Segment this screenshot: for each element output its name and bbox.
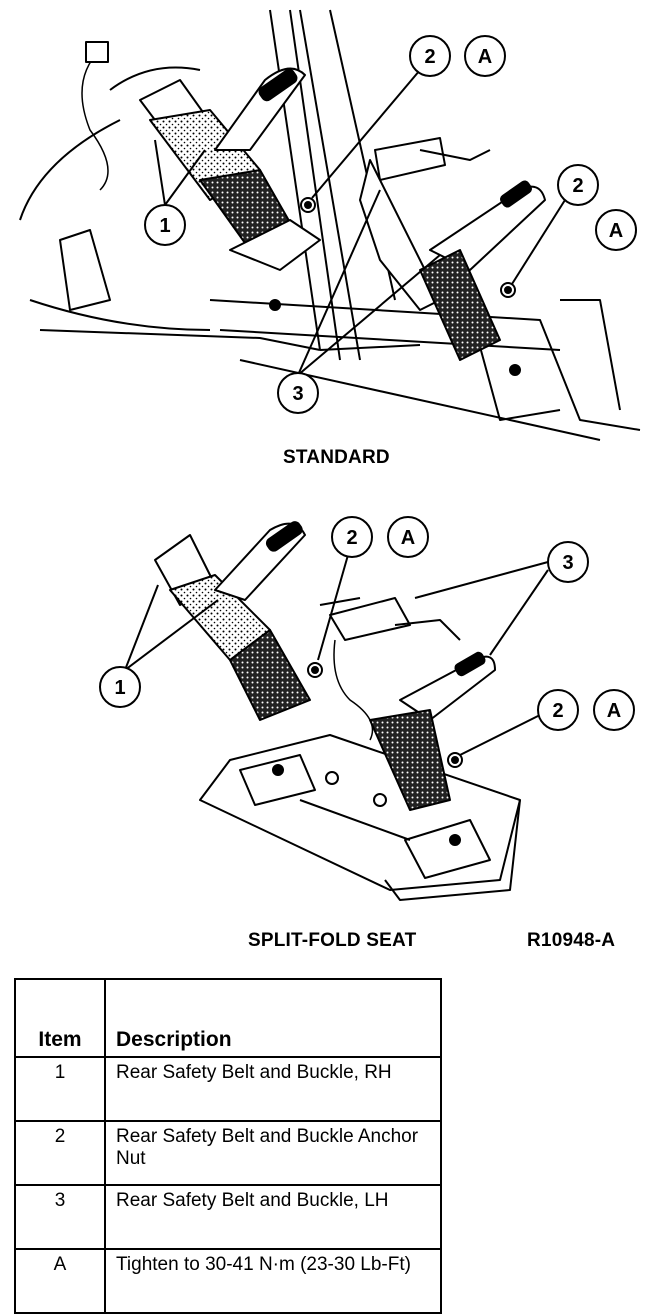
callout-2-standard-left: 2 [409,35,451,77]
legend-row: 1 Rear Safety Belt and Buckle, RH [14,1056,442,1122]
split-fold-illustration [154,521,521,901]
svg-text:2: 2 [572,175,583,197]
legend-item: 1 [14,1056,106,1122]
callout-a-standard-left: A [464,35,506,77]
legend-description: Rear Safety Belt and Buckle Anchor Nut [104,1120,442,1186]
seatbelt-installation-diagram: 1 2 A 2 A 3 [19,9,641,901]
svg-text:2: 2 [424,46,435,68]
svg-text:2: 2 [346,527,357,549]
callout-3-split: 3 [547,541,589,583]
callout-3-standard: 3 [277,372,319,414]
callout-a-split-left: A [387,516,429,558]
svg-text:3: 3 [562,552,573,574]
callout-2-split-right: 2 [537,689,579,731]
legend-header-description: Description [104,978,442,1058]
svg-text:A: A [478,46,492,68]
figure-id: R10948-A [527,930,616,951]
svg-text:1: 1 [114,677,125,699]
legend-table: Item Description 1 Rear Safety Belt and … [14,978,442,1314]
svg-text:A: A [607,700,621,722]
callout-a-standard-right: A [595,209,637,251]
svg-text:3: 3 [292,383,303,405]
standard-caption: STANDARD [283,447,390,468]
legend-header-row: Item Description [14,978,442,1058]
legend-description: Rear Safety Belt and Buckle, RH [104,1056,442,1122]
standard-illustration [19,9,641,441]
callout-2-split-left: 2 [331,516,373,558]
callout-1-standard: 1 [144,204,186,246]
legend-item: 2 [14,1120,106,1186]
callout-a-split-right: A [593,689,635,731]
standard-leader-lines [154,69,566,376]
svg-text:A: A [609,220,623,242]
legend-item: A [14,1248,106,1314]
legend-row: 3 Rear Safety Belt and Buckle, LH [14,1184,442,1250]
legend-row: 2 Rear Safety Belt and Buckle Anchor Nut [14,1120,442,1186]
svg-text:2: 2 [552,700,563,722]
legend-header-item: Item [14,978,106,1058]
split-fold-caption: SPLIT-FOLD SEAT [248,930,417,951]
callout-1-split: 1 [99,666,141,708]
svg-text:A: A [401,527,415,549]
legend-item: 3 [14,1184,106,1250]
legend-row: A Tighten to 30-41 N·m (23-30 Lb-Ft) [14,1248,442,1314]
split-fold-leader-lines [124,554,549,756]
svg-text:1: 1 [159,215,170,237]
legend-description: Rear Safety Belt and Buckle, LH [104,1184,442,1250]
callout-2-standard-right: 2 [557,164,599,206]
legend-description: Tighten to 30-41 N·m (23-30 Lb-Ft) [104,1248,442,1314]
